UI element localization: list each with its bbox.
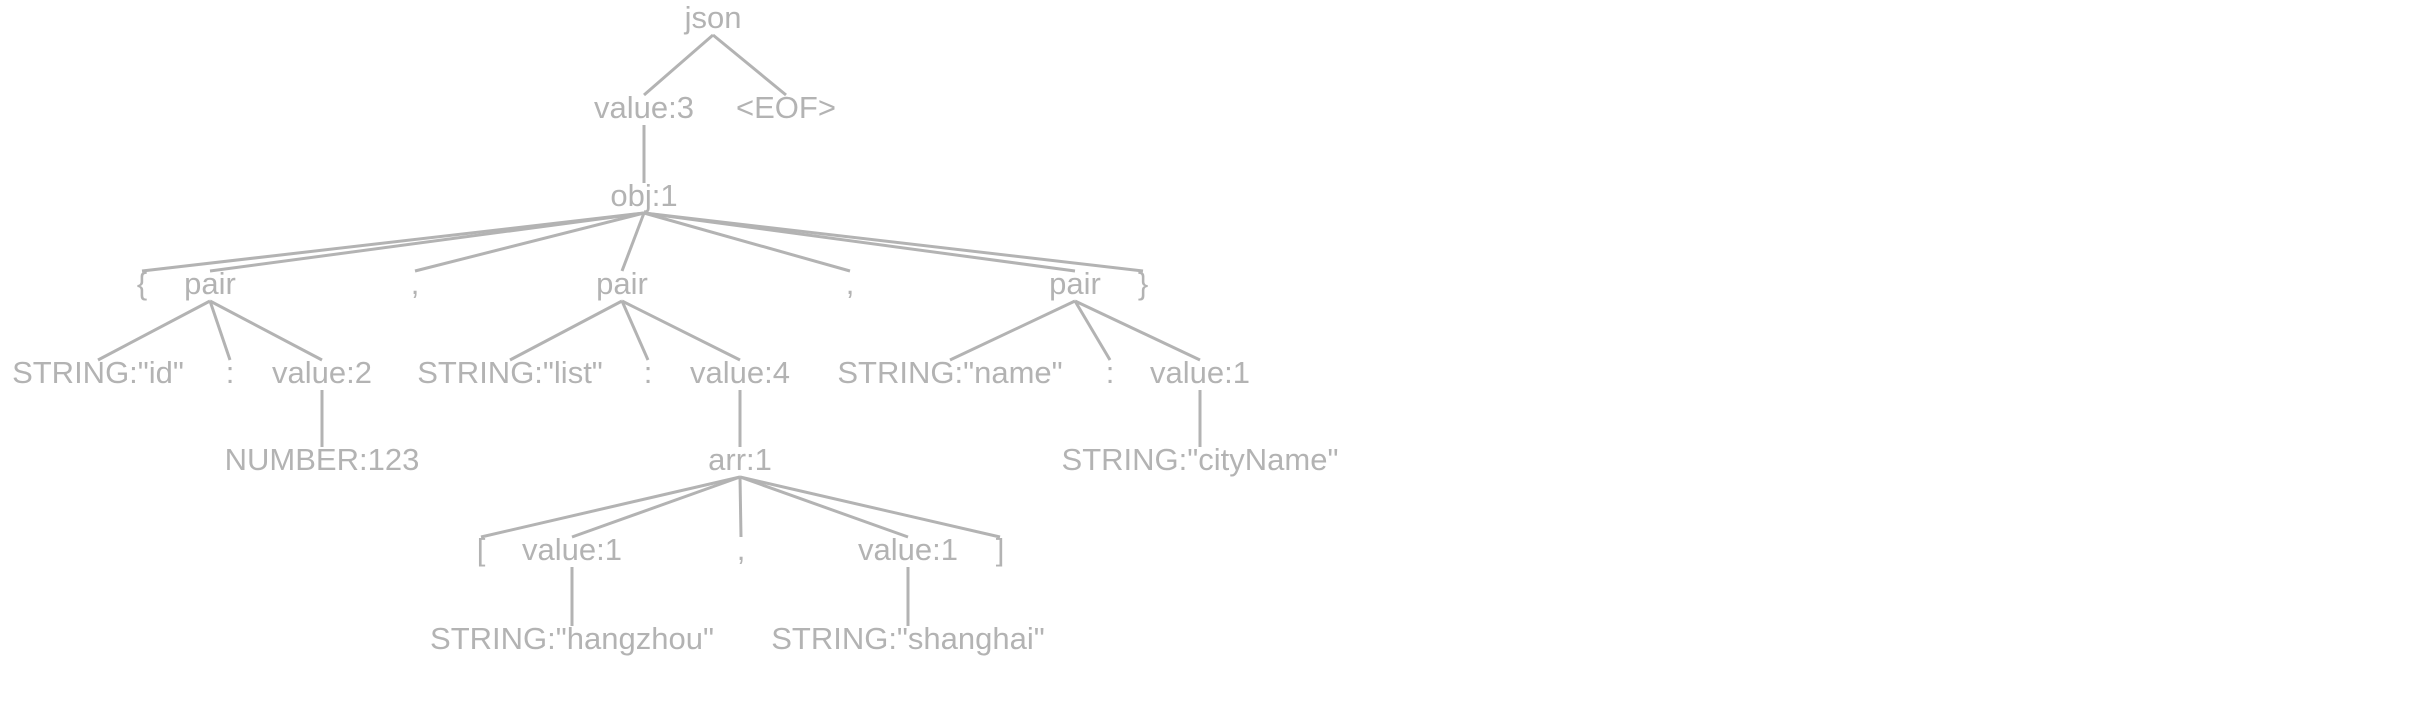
tree-edge-arr1-value1_a <box>571 475 741 539</box>
tree-node-comma_b: , <box>846 266 855 301</box>
tree-node-colon_c: : <box>1106 355 1115 390</box>
tree-edge-obj1-rbrace <box>643 211 1144 273</box>
tree-edge-pair_c-colon_c <box>1073 300 1112 361</box>
tree-node-lbracket: [ <box>477 532 486 567</box>
tree-node-str_list: STRING:"list" <box>417 355 603 390</box>
tree-edge-pair_b-colon_b <box>620 300 650 361</box>
tree-node-str_id: STRING:"id" <box>12 355 184 390</box>
tree-node-colon_a: : <box>226 355 235 390</box>
tree-node-lbrace: { <box>137 266 147 301</box>
tree-edge-obj1-pair_b <box>620 212 646 272</box>
tree-edge-arr1-lbracket <box>480 475 741 539</box>
tree-edge-arr1-rbracket <box>739 475 1001 539</box>
tree-node-value3: value:3 <box>594 90 694 125</box>
tree-edge-json-value3 <box>643 33 714 97</box>
tree-edge-pair_c-value1_c <box>1074 299 1201 362</box>
tree-edge-arr1-comma_c <box>738 476 743 538</box>
tree-node-arr1: arr:1 <box>708 442 772 477</box>
tree-edge-arr1-value1_b <box>739 475 909 539</box>
tree-node-colon_b: : <box>644 355 653 390</box>
tree-node-pair_b: pair <box>596 266 648 301</box>
tree-edge-pair_c-str_name <box>949 299 1076 362</box>
tree-edge-pair_a-value2 <box>209 299 323 362</box>
tree-node-obj1: obj:1 <box>610 178 677 213</box>
tree-node-value1_b: value:1 <box>858 532 958 567</box>
tree-node-str_cityname: STRING:"cityName" <box>1062 442 1339 477</box>
tree-node-num123: NUMBER:123 <box>225 442 420 477</box>
tree-node-value2: value:2 <box>272 355 372 390</box>
tree-node-comma_c: , <box>737 532 746 567</box>
tree-edge-json-eof <box>712 33 787 97</box>
tree-edge-obj1-comma_b <box>643 211 851 273</box>
tree-node-pair_c: pair <box>1049 266 1101 301</box>
tree-node-str_hangzhou: STRING:"hangzhou" <box>430 621 714 656</box>
tree-edge-obj1-comma_a <box>414 211 645 273</box>
tree-node-value4: value:4 <box>690 355 790 390</box>
tree-node-str_name: STRING:"name" <box>837 355 1062 390</box>
tree-node-json: json <box>684 0 742 35</box>
tree-edge-obj1-pair_a <box>209 211 645 273</box>
tree-node-comma_a: , <box>411 266 420 301</box>
tree-node-eof: <EOF> <box>736 90 836 125</box>
tree-edge-pair_b-str_list <box>509 299 623 362</box>
tree-node-pair_a: pair <box>184 266 236 301</box>
tree-nodes: json value:3 <EOF> obj:1 { pair, pair, pair} STR… <box>12 0 1338 656</box>
tree-edge-pair_b-value4 <box>621 299 741 362</box>
tree-edge-pair_a-str_id <box>97 299 211 362</box>
tree-node-rbrace: } <box>1138 266 1148 301</box>
tree-edges <box>97 33 1202 626</box>
tree-node-str_shanghai: STRING:"shanghai" <box>771 621 1045 656</box>
tree-node-value1_c: value:1 <box>1150 355 1250 390</box>
tree-node-value1_a: value:1 <box>522 532 622 567</box>
tree-edge-obj1-lbrace <box>141 211 645 273</box>
tree-edge-pair_a-colon_a <box>208 300 232 361</box>
tree-node-rbracket: ] <box>996 532 1005 567</box>
